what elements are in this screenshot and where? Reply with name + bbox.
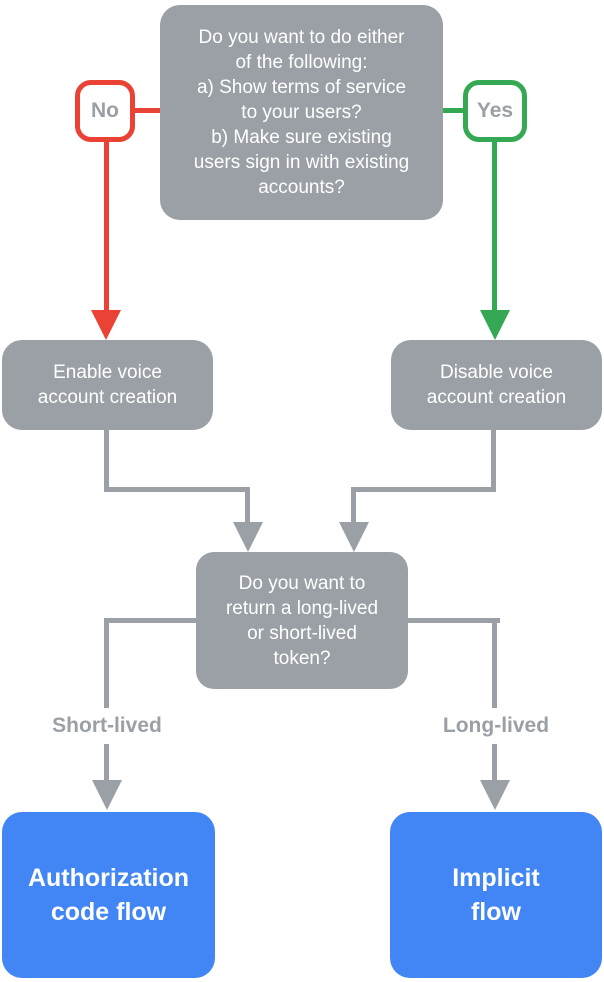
long-lived-branch-vertical-line [492,618,497,782]
long-lived-branch-horizontal-line [408,618,500,623]
no-branch-horizontal-line [130,108,162,113]
no-branch-arrowhead-icon [91,310,121,340]
disable-node-down-line [491,430,496,490]
enable-node-down-line [104,430,109,490]
decision-node-terms-of-service: Do you want to do either of the followin… [160,5,443,220]
result-node-authorization-code-flow: Authorization code flow [2,812,215,978]
result-node-implicit-flow: Implicit flow [390,812,602,978]
merge-right-arrowhead-icon [339,522,369,552]
yes-branch-horizontal-line [441,108,473,113]
merge-left-horizontal-line [104,487,250,492]
merge-right-horizontal-line [351,487,496,492]
merge-right-vertical-line [351,487,356,525]
action-node-enable-voice-account-creation: Enable voice account creation [2,340,213,430]
yes-branch-vertical-line [492,140,497,312]
edge-label-yes-badge: Yes [463,80,527,142]
edge-label-short-lived: Short-lived [22,708,192,744]
decision-node-token-lifetime: Do you want to return a long-lived or sh… [196,552,408,689]
no-branch-vertical-line [104,140,109,312]
merge-left-arrowhead-icon [233,522,263,552]
edge-label-long-lived: Long-lived [411,708,581,744]
edge-label-no-badge: No [75,80,135,142]
long-lived-arrowhead-icon [480,780,510,810]
short-lived-branch-horizontal-line [104,618,196,623]
merge-left-vertical-line [245,487,250,525]
action-node-disable-voice-account-creation: Disable voice account creation [391,340,602,430]
short-lived-arrowhead-icon [92,780,122,810]
yes-branch-arrowhead-icon [480,310,510,340]
short-lived-branch-vertical-line [104,618,109,782]
